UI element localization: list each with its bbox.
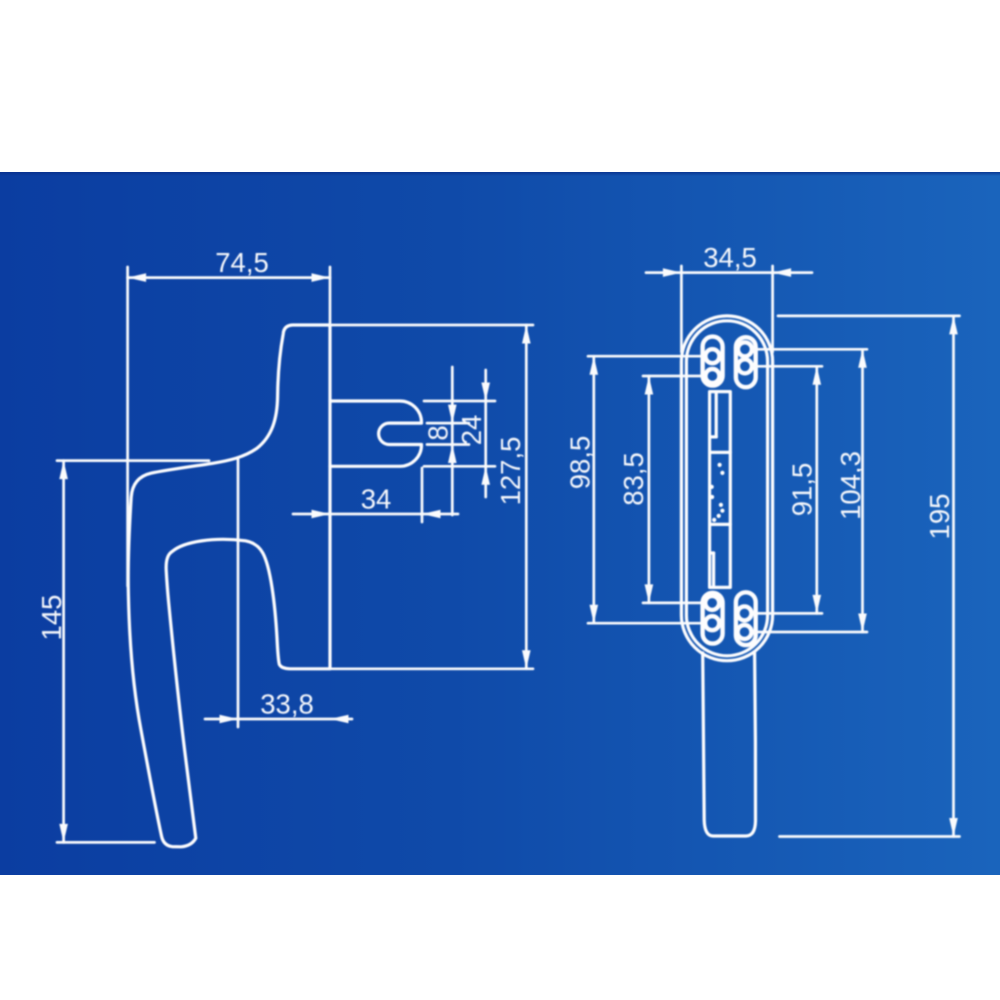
svg-text:145: 145 <box>36 595 67 641</box>
svg-text:127,5: 127,5 <box>495 437 526 506</box>
svg-text:104,3: 104,3 <box>835 451 866 520</box>
svg-text:34,5: 34,5 <box>703 242 757 273</box>
svg-text:195: 195 <box>924 494 955 540</box>
svg-text:33,8: 33,8 <box>260 688 314 719</box>
svg-text:24: 24 <box>456 415 487 446</box>
svg-text:8: 8 <box>422 425 453 440</box>
svg-text:83,5: 83,5 <box>618 452 649 506</box>
svg-text:74,5: 74,5 <box>215 247 269 278</box>
svg-text:91,5: 91,5 <box>787 463 818 517</box>
svg-text:98,5: 98,5 <box>564 436 595 490</box>
svg-text:34: 34 <box>361 483 392 514</box>
